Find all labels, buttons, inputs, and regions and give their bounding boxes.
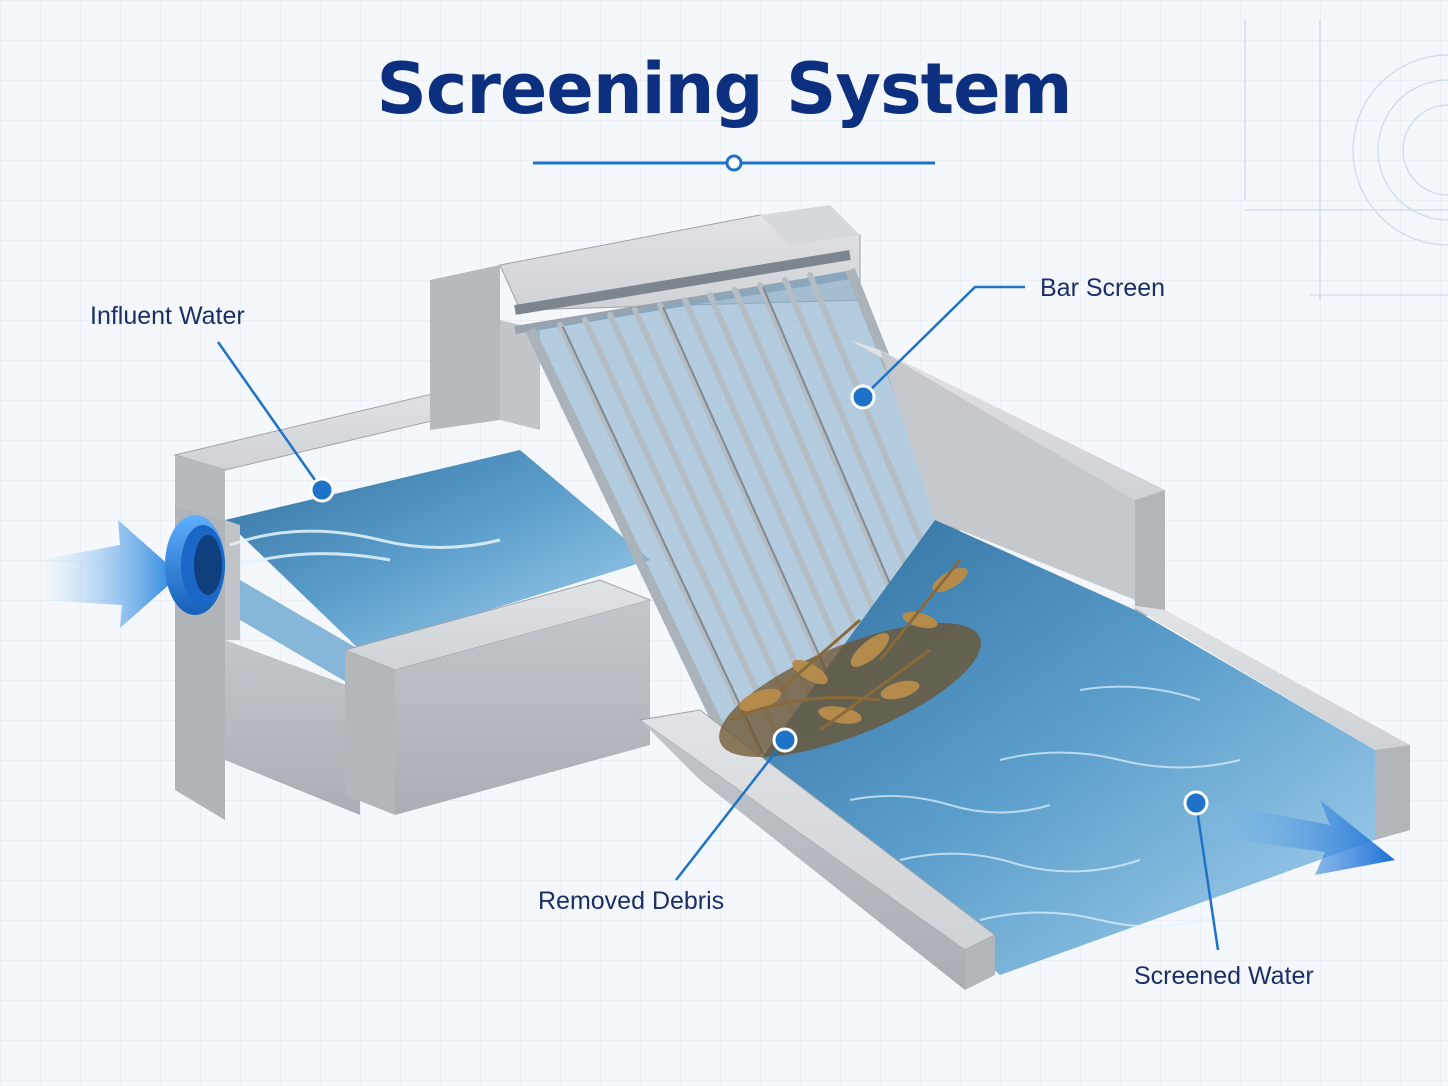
leader-screened bbox=[1183, 790, 1220, 951]
page-title: Screening System bbox=[376, 48, 1072, 130]
leader-influent bbox=[216, 341, 335, 503]
label-removed-debris: Removed Debris bbox=[538, 887, 725, 915]
label-screened-water: Screened Water bbox=[1134, 962, 1314, 990]
outlet-channel bbox=[638, 340, 1410, 990]
leader-bar-screen bbox=[850, 285, 1025, 410]
inlet-channel bbox=[173, 384, 652, 820]
inlet-pipe bbox=[165, 515, 225, 615]
inlet-splash bbox=[229, 529, 501, 567]
debris-pile bbox=[719, 559, 981, 758]
inflow-arrow bbox=[40, 520, 180, 628]
label-bar-screen: Bar Screen bbox=[1040, 274, 1166, 302]
leader-debris bbox=[675, 727, 798, 881]
outflow-arrow bbox=[1200, 800, 1395, 875]
label-influent-water: Influent Water bbox=[90, 302, 245, 330]
title-divider bbox=[533, 154, 935, 172]
blueprint-decoration bbox=[1244, 20, 1448, 300]
screen-housing bbox=[430, 205, 861, 430]
